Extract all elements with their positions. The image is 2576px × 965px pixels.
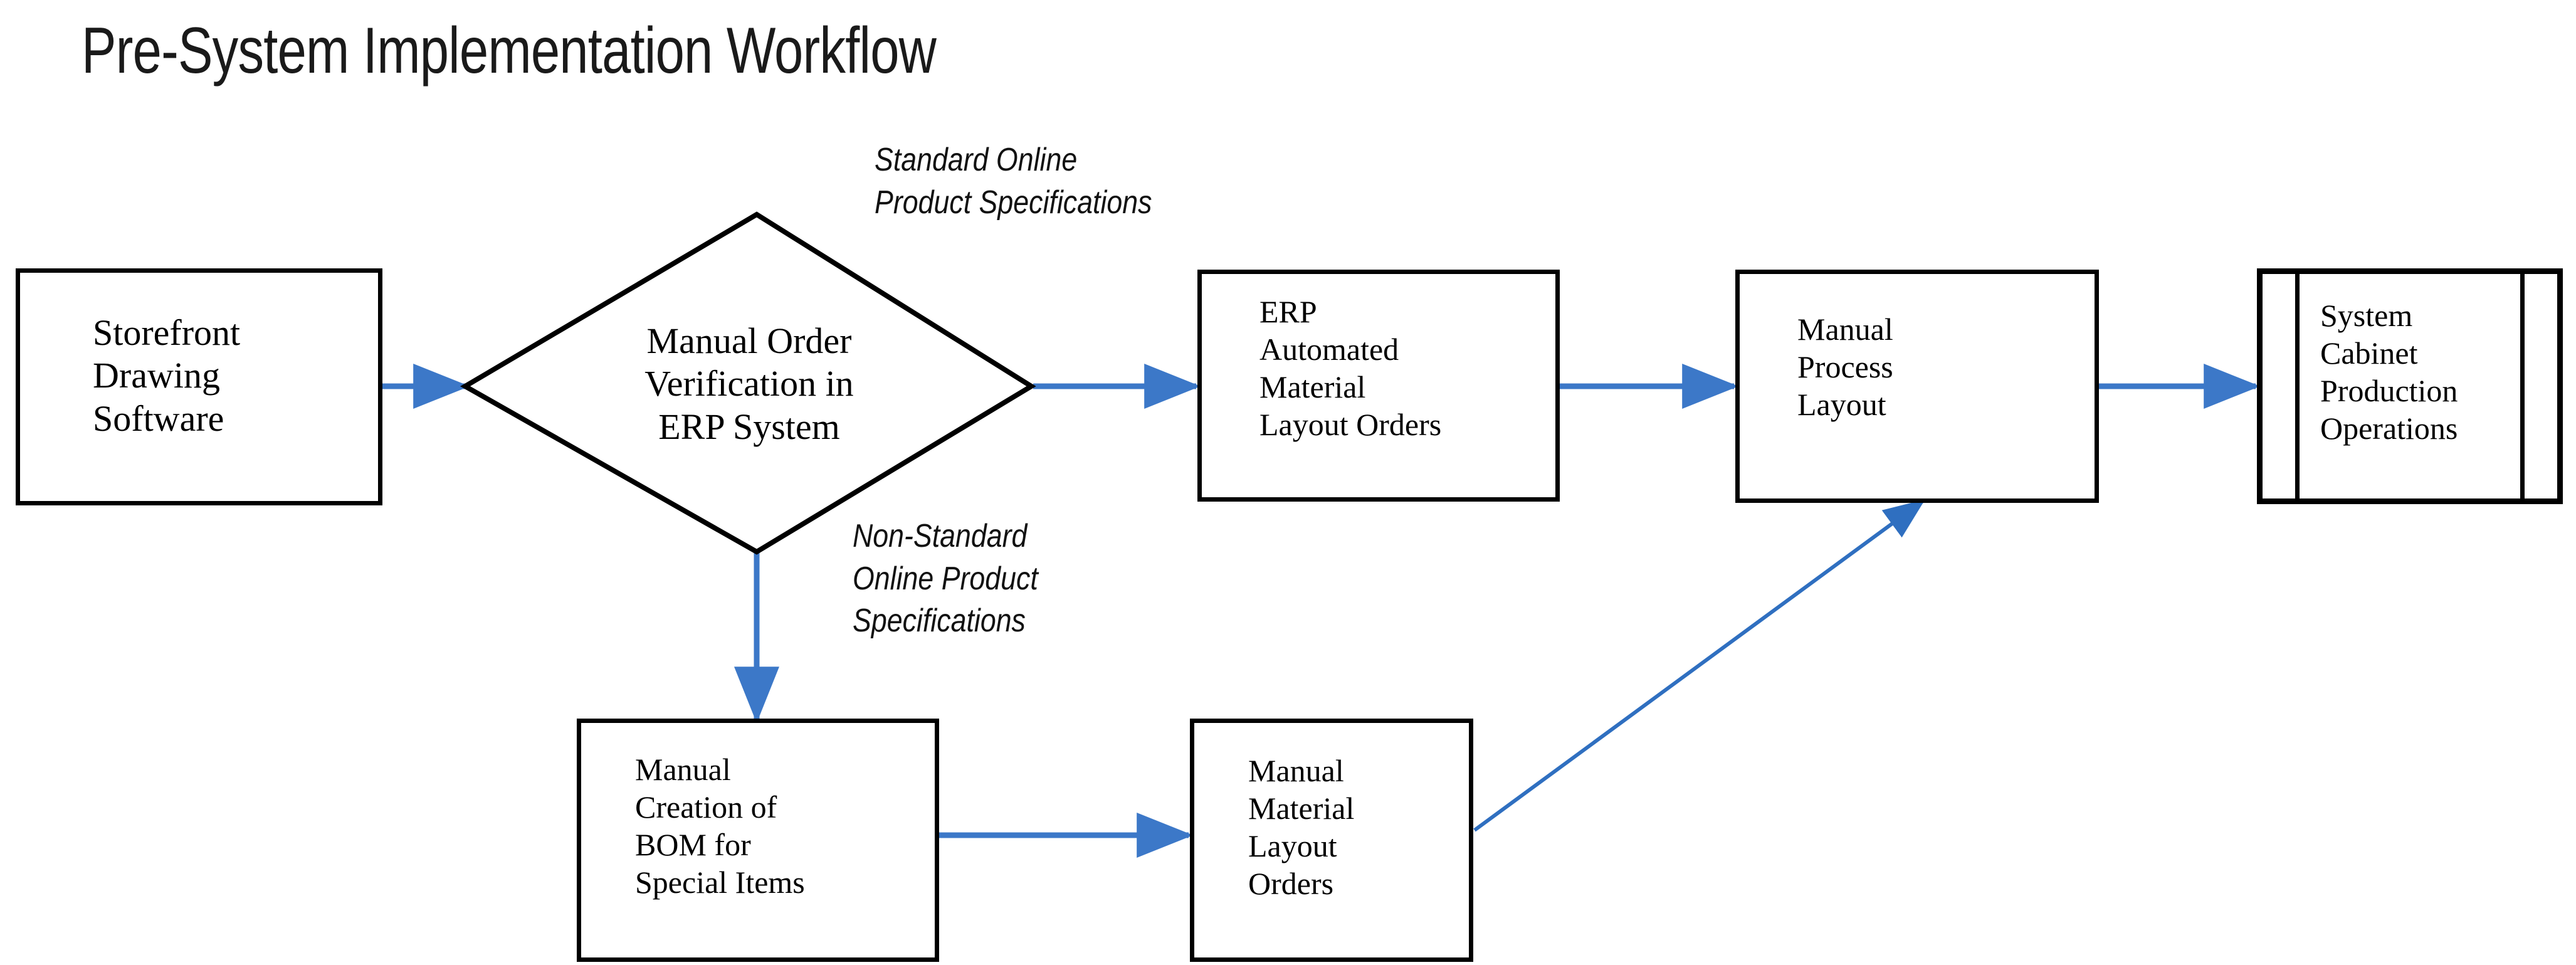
node-system-cabinet-production-operations[interactable]: System Cabinet Production Operations [2257, 268, 2563, 504]
node-label-manual-creation-of-bom: Manual Creation of BOM for Special Items [635, 752, 805, 900]
node-label-system-cabinet-production-operations: System Cabinet Production Operations [2320, 298, 2458, 446]
node-storefront-drawing-software[interactable]: Storefront Drawing Software [16, 268, 382, 505]
node-manual-process-layout[interactable]: Manual Process Layout [1735, 270, 2099, 503]
node-label-erp-automated-material-layout-orders: ERP Automated Material Layout Orders [1259, 294, 1442, 442]
node-manual-material-layout-orders[interactable]: Manual Material Layout Orders [1190, 719, 1473, 962]
node-erp-automated-material-layout-orders[interactable]: ERP Automated Material Layout Orders [1197, 270, 1560, 502]
node-label-manual-process-layout: Manual Process Layout [1797, 312, 1893, 422]
page-title: Pre-System Implementation Workflow [81, 14, 937, 87]
predefined-process-left-bar [2295, 274, 2300, 498]
node-label-manual-material-layout-orders: Manual Material Layout Orders [1248, 753, 1355, 901]
decision-diamond-manual-order-verification[interactable] [460, 211, 1036, 555]
edge-label-standard-branch: Standard Online Product Specifications [875, 142, 1152, 221]
edge-label-nonstandard-branch: Non-Standard Online Product Specificatio… [853, 518, 1038, 640]
node-label-storefront-drawing-software: Storefront Drawing Software [93, 312, 241, 439]
predefined-process-right-bar [2520, 274, 2525, 498]
node-manual-creation-of-bom[interactable]: Manual Creation of BOM for Special Items [577, 719, 939, 962]
